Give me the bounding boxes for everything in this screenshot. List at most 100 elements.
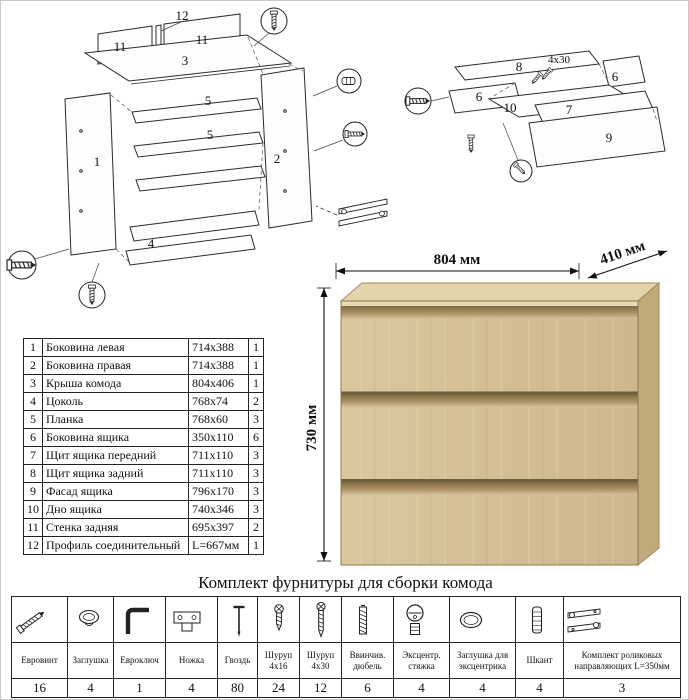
part-name: Фасад ящика bbox=[42, 482, 189, 501]
part-qty: 1 bbox=[248, 356, 264, 375]
part-size: 740x346 bbox=[188, 500, 249, 519]
part-qty: 3 bbox=[248, 500, 264, 519]
alignment-lines bbox=[488, 63, 658, 122]
hw-qty: 24 bbox=[257, 678, 300, 698]
hw-name: Евроключ bbox=[113, 642, 166, 679]
part-label-6a: 6 bbox=[476, 89, 483, 104]
depth-dimension-label: 410 мм bbox=[598, 241, 647, 268]
hardware-qty-row: 16 4 1 4 80 24 12 6 4 4 4 3 bbox=[11, 678, 681, 698]
drawer-panels-shape bbox=[448, 50, 666, 168]
part-qty: 2 bbox=[248, 392, 264, 411]
hw-icon-cell bbox=[393, 596, 450, 643]
drawer-slide-detail bbox=[315, 198, 388, 227]
part-size: 714x388 bbox=[188, 338, 249, 357]
screw-size-label: 4x30 bbox=[548, 54, 571, 66]
dimension-depth: 410 мм bbox=[587, 241, 668, 279]
part-qty: 3 bbox=[248, 482, 264, 501]
cam-cap-icon bbox=[459, 611, 483, 628]
part-label-1: 1 bbox=[94, 154, 101, 169]
cam-lock-icon bbox=[406, 603, 424, 635]
dimension-height: 730 мм bbox=[306, 287, 331, 562]
part-name: Боковина левая bbox=[42, 338, 189, 357]
hw-icon-cell bbox=[217, 596, 258, 643]
hw-qty: 3 bbox=[563, 678, 681, 698]
hw-name: Ножка bbox=[165, 642, 218, 679]
hw-name: Евровинт bbox=[11, 642, 68, 679]
part-name: Боковина правая bbox=[42, 356, 189, 375]
drawer-groove-2 bbox=[341, 394, 638, 408]
hw-qty: 4 bbox=[449, 678, 516, 698]
cabinet-render: 804 мм 410 мм 730 мм bbox=[306, 241, 668, 567]
hw-qty: 16 bbox=[11, 678, 68, 698]
top-edge bbox=[341, 301, 638, 306]
hw-qty: 1 bbox=[113, 678, 166, 698]
hw-icon-cell bbox=[341, 596, 394, 643]
threaded-dowel-icon bbox=[359, 604, 367, 634]
hw-icon-cell bbox=[449, 596, 516, 643]
hw-icon-cell bbox=[11, 596, 68, 643]
part-name: Планка bbox=[42, 410, 189, 429]
part-size: 711x110 bbox=[188, 446, 249, 465]
plinth-rails-shape bbox=[125, 210, 260, 266]
nail-icon bbox=[233, 605, 245, 637]
part-label-9: 9 bbox=[606, 130, 613, 145]
plug-cap-icon bbox=[78, 609, 100, 626]
part-label-2: 2 bbox=[274, 151, 281, 166]
part-number: 12 bbox=[23, 536, 43, 555]
fastener-callouts bbox=[6, 7, 368, 309]
hw-name: Заглушка bbox=[67, 642, 114, 679]
part-number: 5 bbox=[23, 410, 43, 429]
wood-dowel-icon bbox=[531, 605, 543, 634]
exploded-diagram-cabinet: 12 11 11 3 5 5 1 2 4 bbox=[6, 7, 388, 309]
part-qty: 3 bbox=[248, 464, 264, 483]
part-label-7: 7 bbox=[566, 102, 573, 117]
part-number: 8 bbox=[23, 464, 43, 483]
part-size: 796x170 bbox=[188, 482, 249, 501]
part-name: Профиль соединительный bbox=[42, 536, 189, 555]
part-number: 6 bbox=[23, 428, 43, 447]
part-size: 350x110 bbox=[188, 428, 249, 447]
part-size: 695x397 bbox=[188, 518, 249, 537]
cabinet-body bbox=[339, 281, 661, 567]
hardware-table: Евровинт Заглушка Евроключ Ножка Гвоздь … bbox=[11, 596, 681, 698]
part-number: 10 bbox=[23, 500, 43, 519]
part-label-3: 3 bbox=[182, 53, 189, 68]
part-number: 7 bbox=[23, 446, 43, 465]
part-label-11a: 11 bbox=[114, 39, 127, 54]
hw-name: Шуруп 4x16 bbox=[257, 642, 300, 679]
screw-long-icon bbox=[316, 601, 326, 638]
part-label-4: 4 bbox=[148, 236, 155, 251]
hw-qty: 4 bbox=[165, 678, 218, 698]
fastener-callouts bbox=[404, 67, 554, 183]
height-dimension-label: 730 мм bbox=[306, 405, 320, 452]
part-size: 714x388 bbox=[188, 356, 249, 375]
planks-shape bbox=[131, 97, 266, 192]
part-label-6b: 6 bbox=[612, 69, 619, 84]
hw-name: Ввинчив. дюбель bbox=[341, 642, 394, 679]
hardware-icons-row bbox=[11, 596, 681, 643]
hw-qty: 12 bbox=[299, 678, 342, 698]
leg-icon bbox=[173, 611, 201, 631]
hw-icon-cell bbox=[67, 596, 114, 643]
part-qty: 1 bbox=[248, 374, 264, 393]
part-qty: 3 bbox=[248, 446, 264, 465]
part-number: 11 bbox=[23, 518, 43, 537]
part-number: 2 bbox=[23, 356, 43, 375]
part-qty: 3 bbox=[248, 410, 264, 429]
part-label-10: 10 bbox=[504, 100, 517, 115]
part-name: Боковина ящика bbox=[42, 428, 189, 447]
exploded-diagram-drawer: 8 4x30 6 6 10 7 9 bbox=[404, 50, 666, 183]
part-size: 804x406 bbox=[188, 374, 249, 393]
drawer-groove-3 bbox=[341, 482, 638, 495]
alignment-lines bbox=[110, 11, 304, 264]
hex-key-icon bbox=[125, 607, 149, 634]
